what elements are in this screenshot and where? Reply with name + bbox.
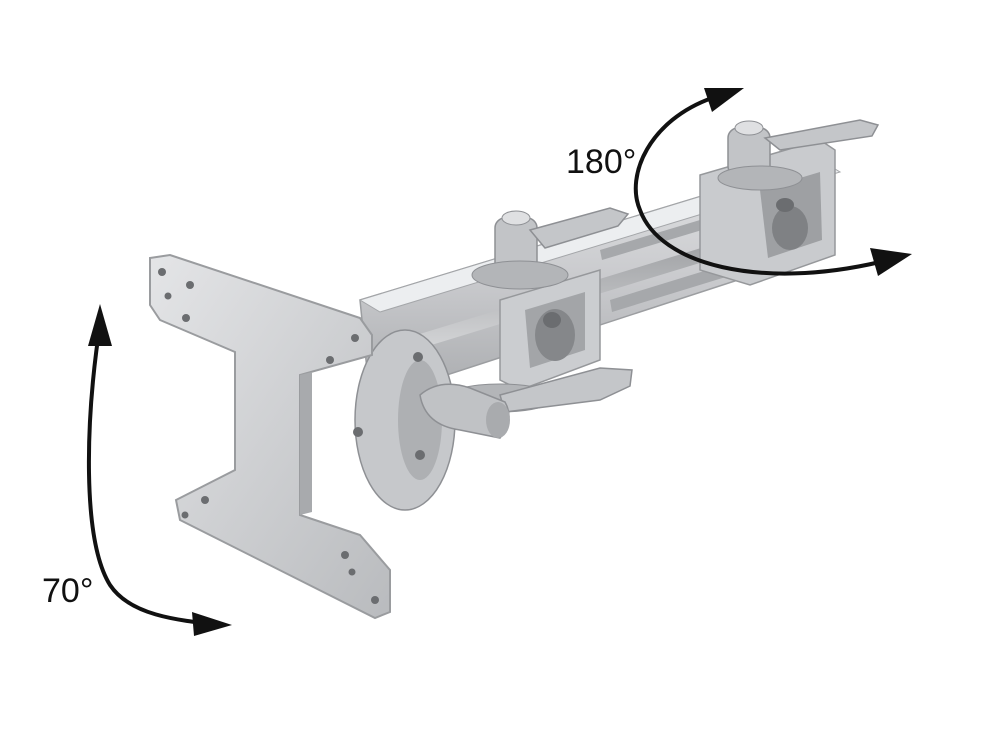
swivel-range-arrow — [633, 96, 881, 276]
mounting-hole — [182, 314, 190, 322]
mounting-hole — [351, 334, 359, 342]
vesa-mounting-plate — [149, 253, 391, 620]
swivel-angle-label: 180° — [566, 143, 637, 181]
tilt-arrow-head-top — [88, 304, 112, 346]
mounting-hole — [348, 568, 356, 576]
swivel-arrow-head-right — [870, 248, 912, 276]
mounting-hole — [158, 268, 166, 276]
tilt-joint-disc — [354, 329, 456, 511]
mounting-hole — [353, 427, 363, 437]
middle-joint-block — [499, 268, 601, 391]
rear-lever-handle — [717, 119, 880, 191]
tilt-knob — [419, 383, 510, 439]
tilt-angle-label: 70° — [42, 572, 94, 610]
tilt-arrow-head-right — [192, 612, 232, 636]
mounting-hole — [164, 292, 172, 300]
tilt-range-arrow — [86, 317, 221, 627]
mounting-hole — [341, 551, 349, 559]
mounting-hole — [186, 281, 194, 289]
mounting-hole — [181, 511, 189, 519]
swivel-arrow-head-top — [704, 88, 744, 112]
mounting-hole — [326, 356, 334, 364]
middle-lever-handle — [471, 207, 630, 290]
mounting-hole — [201, 496, 209, 504]
mounting-hole — [371, 596, 379, 604]
